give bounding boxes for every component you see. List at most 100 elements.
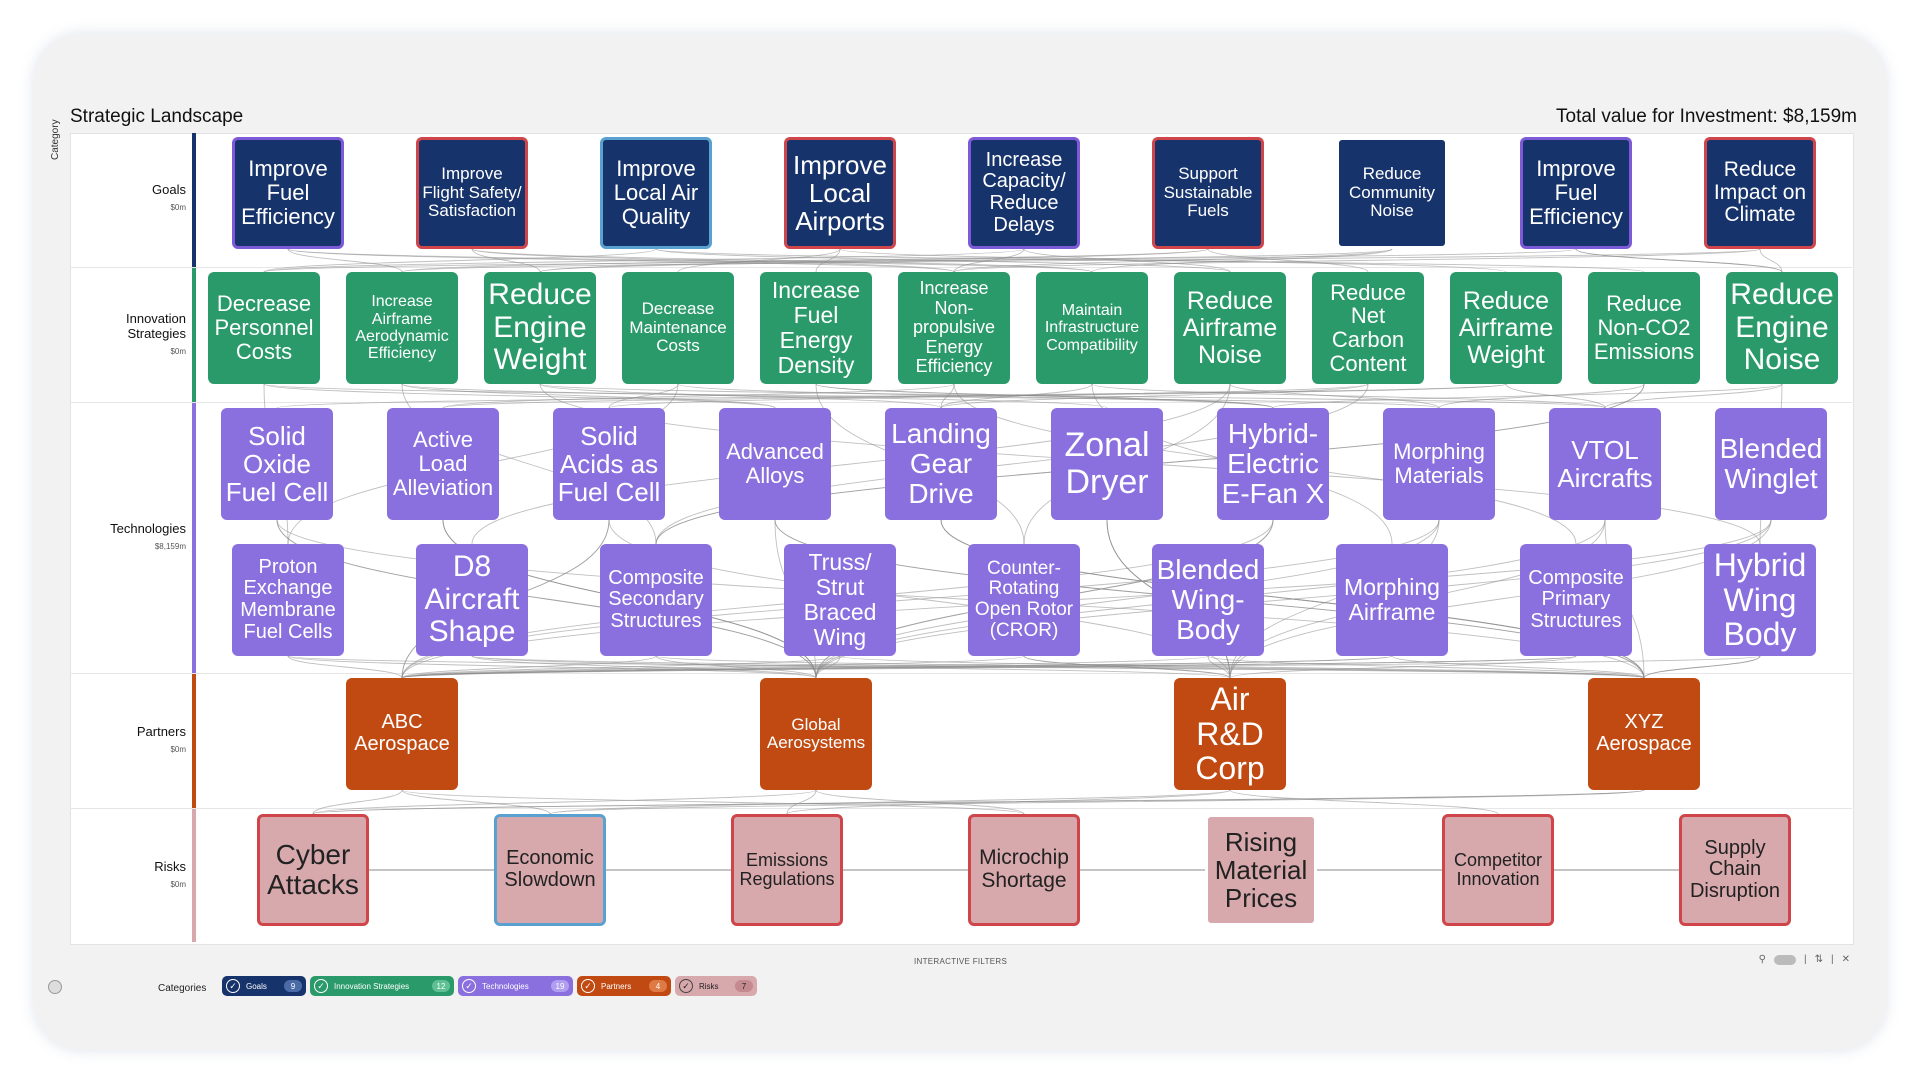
connection-link <box>1229 655 1577 679</box>
connection-link <box>1505 383 1606 409</box>
connection-link <box>655 655 1645 679</box>
toggle-switch[interactable] <box>1774 954 1796 965</box>
connection-link <box>471 655 1231 679</box>
connection-link <box>1759 248 1783 273</box>
pin-icon[interactable]: ✕ <box>1841 954 1850 965</box>
connection-link <box>471 248 955 273</box>
technology-node[interactable]: Landing Gear Drive <box>885 408 997 520</box>
innovation-node[interactable]: Reduce Net Carbon Content <box>1312 272 1424 384</box>
row-band-goals <box>70 133 1852 268</box>
technology-node[interactable]: Solid Oxide Fuel Cell <box>221 408 333 520</box>
connection-link <box>263 383 776 409</box>
technology-node[interactable]: Truss/ Strut Braced Wing <box>784 544 896 656</box>
goal-node[interactable]: Improve Local Airports <box>784 137 896 249</box>
connection-link <box>1091 248 1393 273</box>
technology-node[interactable]: D8 Aircraft Shape <box>416 544 528 656</box>
filter-chip-innovation-strategies[interactable]: ✓ Innovation Strategies 12 <box>310 976 454 996</box>
risk-node[interactable]: Competitor Innovation <box>1442 814 1554 926</box>
connection-link <box>1272 383 1783 409</box>
row-bar-goals <box>192 133 196 267</box>
connection-link <box>953 248 1393 273</box>
connection-link <box>471 655 817 679</box>
technology-node[interactable]: Counter-Rotating Open Rotor (CROR) <box>968 544 1080 656</box>
risk-node[interactable]: Supply Chain Disruption <box>1679 814 1791 926</box>
row-bar-partners <box>192 674 196 808</box>
technology-node[interactable]: Solid Acids as Fuel Cell <box>553 408 665 520</box>
innovation-node[interactable]: Increase Airframe Aerodynamic Efficiency <box>346 272 458 384</box>
technology-node[interactable]: Morphing Airframe <box>1336 544 1448 656</box>
connection-link <box>839 655 1645 679</box>
risk-node[interactable]: Rising Material Prices <box>1205 814 1317 926</box>
filter-chip-goals[interactable]: ✓ Goals 9 <box>222 976 306 996</box>
innovation-node[interactable]: Decrease Personnel Costs <box>208 272 320 384</box>
filter-chip-risks[interactable]: ✓ Risks 7 <box>675 976 757 996</box>
goal-node[interactable]: Improve Local Air Quality <box>600 137 712 249</box>
goal-node[interactable]: Increase Capacity/ Reduce Delays <box>968 137 1080 249</box>
connection-link <box>1207 655 1645 679</box>
connection-link <box>1604 383 1783 409</box>
connection-link <box>608 383 679 409</box>
innovation-node[interactable]: Maintain Infrastructure Compatibility <box>1036 272 1148 384</box>
connection-link <box>276 383 1507 409</box>
connection-link <box>401 789 551 815</box>
innovation-node[interactable]: Increase Fuel Energy Density <box>760 272 872 384</box>
technology-node[interactable]: Proton Exchange Membrane Fuel Cells <box>232 544 344 656</box>
technology-node[interactable]: Morphing Materials <box>1383 408 1495 520</box>
innovation-node[interactable]: Reduce Engine Noise <box>1726 272 1838 384</box>
innovation-node[interactable]: Reduce Engine Weight <box>484 272 596 384</box>
filter-chip-partners[interactable]: ✓ Partners 4 <box>577 976 671 996</box>
goal-node[interactable]: Improve Fuel Efficiency <box>1520 137 1632 249</box>
risk-node[interactable]: Cyber Attacks <box>257 814 369 926</box>
innovation-node[interactable]: Decrease Maintenance Costs <box>622 272 734 384</box>
filter-chip-technologies[interactable]: ✓ Technologies 19 <box>458 976 573 996</box>
connection-link <box>263 248 1025 273</box>
connection-link <box>539 383 942 409</box>
filter-icon[interactable]: ⚲ <box>1758 954 1766 965</box>
partner-node[interactable]: XYZ Aerospace <box>1588 678 1700 790</box>
partner-node[interactable]: Global Aerosystems <box>760 678 872 790</box>
row-band-technologies <box>70 403 1852 674</box>
connection-link <box>401 519 1440 679</box>
technology-node[interactable]: Composite Secondary Structures <box>600 544 712 656</box>
technology-node[interactable]: Advanced Alloys <box>719 408 831 520</box>
check-icon: ✓ <box>314 979 328 993</box>
connection-link <box>1091 383 1606 409</box>
innovation-node[interactable]: Increase Non-propulsive Energy Efficienc… <box>898 272 1010 384</box>
technology-node[interactable]: Composite Primary Structures <box>1520 544 1632 656</box>
technology-node[interactable]: VTOL Aircrafts <box>1549 408 1661 520</box>
filter-toolbar: ⚲ | ⇅ | ✕ <box>1759 954 1850 965</box>
technology-node[interactable]: Blended Wing-Body <box>1152 544 1264 656</box>
partner-node[interactable]: Air R&D Corp <box>1174 678 1286 790</box>
goal-node[interactable]: Reduce Impact on Climate <box>1704 137 1816 249</box>
sort-icon[interactable]: ⇅ <box>1814 954 1823 965</box>
innovation-node[interactable]: Reduce Airframe Weight <box>1450 272 1562 384</box>
goal-node[interactable]: Reduce Community Noise <box>1336 137 1448 249</box>
connection-link <box>442 383 955 409</box>
page-title: Strategic Landscape <box>70 106 244 127</box>
risk-node[interactable]: Economic Slowdown <box>494 814 606 926</box>
innovation-node[interactable]: Reduce Non-CO2 Emissions <box>1588 272 1700 384</box>
connection-link <box>815 789 1025 815</box>
goal-node[interactable]: Improve Flight Safety/ Satisfaction <box>416 137 528 249</box>
check-icon: ✓ <box>679 979 693 993</box>
partner-node[interactable]: ABC Aerospace <box>346 678 458 790</box>
risk-node[interactable]: Emissions Regulations <box>731 814 843 926</box>
diagram-canvas <box>70 133 1854 945</box>
technology-node[interactable]: Hybrid-Electric E-Fan X <box>1217 408 1329 520</box>
connection-link <box>1229 789 1499 815</box>
technology-node[interactable]: Blended Winglet <box>1715 408 1827 520</box>
risk-node[interactable]: Microchip Shortage <box>968 814 1080 926</box>
connection-link <box>401 655 841 679</box>
goal-node[interactable]: Support Sustainable Fuels <box>1152 137 1264 249</box>
technology-node[interactable]: Zonal Dryer <box>1051 408 1163 520</box>
connection-link <box>1229 519 1772 679</box>
connection-link <box>263 248 657 273</box>
technology-node[interactable]: Hybrid Wing Body <box>1704 544 1816 656</box>
goal-node[interactable]: Improve Fuel Efficiency <box>232 137 344 249</box>
connection-link <box>549 789 1231 815</box>
chip-count: 7 <box>735 980 753 992</box>
connection-link <box>312 789 817 815</box>
view-radio-button[interactable] <box>48 980 62 994</box>
innovation-node[interactable]: Reduce Airframe Noise <box>1174 272 1286 384</box>
technology-node[interactable]: Active Load Alleviation <box>387 408 499 520</box>
